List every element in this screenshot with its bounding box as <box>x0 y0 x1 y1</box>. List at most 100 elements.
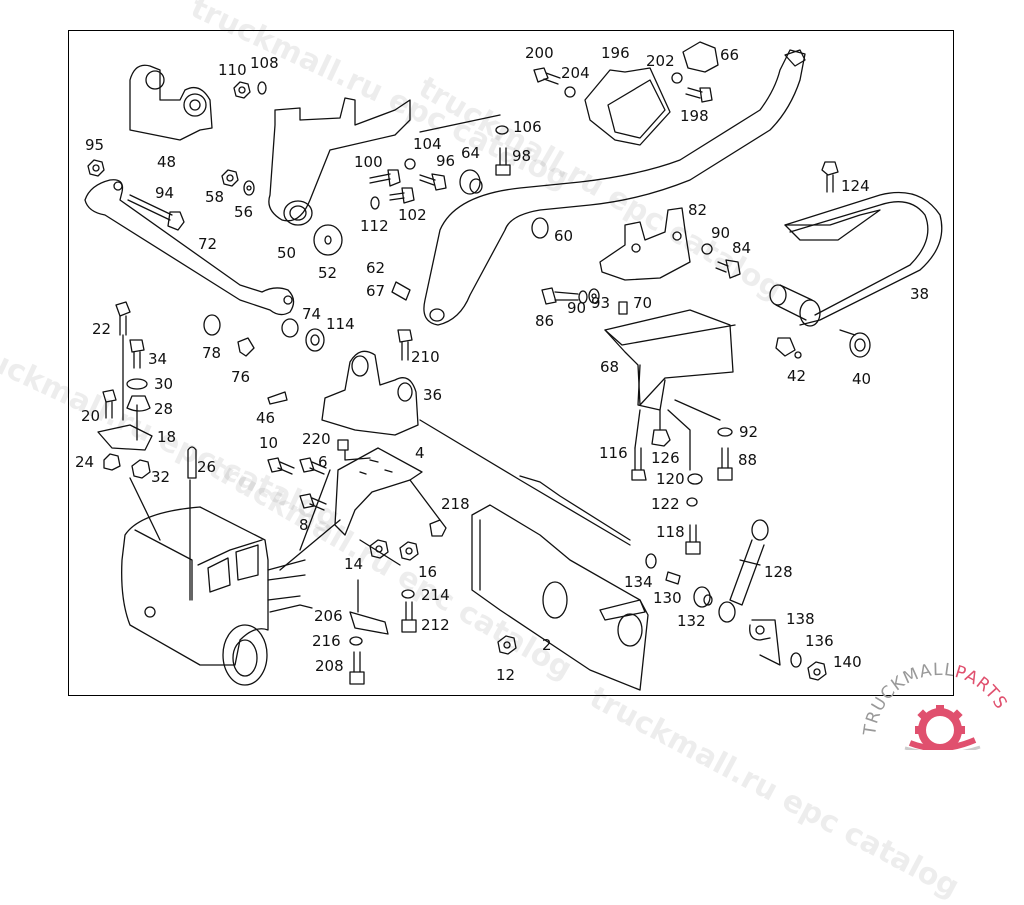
bolt-10[interactable] <box>267 457 295 475</box>
bolt-210[interactable] <box>397 329 413 361</box>
callout-67[interactable]: 67 <box>366 282 386 300</box>
callout-36[interactable]: 36 <box>423 386 443 404</box>
callout-120[interactable]: 120 <box>656 470 685 488</box>
nut-95[interactable] <box>87 159 105 177</box>
nut-32[interactable] <box>131 459 151 479</box>
bracket-82[interactable] <box>599 207 691 281</box>
callout-218[interactable]: 218 <box>441 495 470 513</box>
callout-95[interactable]: 95 <box>85 136 105 154</box>
washer-120[interactable] <box>687 473 703 485</box>
callout-138[interactable]: 138 <box>786 610 815 628</box>
bolt-124[interactable] <box>821 161 839 193</box>
bolt-84[interactable] <box>715 259 741 279</box>
callout-110[interactable]: 110 <box>218 61 247 79</box>
callout-196[interactable]: 196 <box>601 44 630 62</box>
block-66[interactable] <box>682 41 719 73</box>
nut-12[interactable] <box>497 635 517 655</box>
part-48-bracket[interactable] <box>129 64 213 141</box>
washer-92[interactable] <box>717 427 733 437</box>
nut-126[interactable] <box>651 429 671 447</box>
bolt-116[interactable] <box>631 447 647 481</box>
washer-204[interactable] <box>564 86 576 98</box>
callout-206[interactable]: 206 <box>314 607 343 625</box>
bushing-40[interactable] <box>839 329 871 358</box>
washer-90a[interactable] <box>701 243 713 255</box>
bushing-78[interactable] <box>203 314 221 336</box>
nut-16b[interactable] <box>399 541 419 561</box>
bracket-68[interactable] <box>604 309 736 411</box>
bolt-86[interactable] <box>541 287 579 305</box>
bolt-212[interactable] <box>401 601 417 633</box>
callout-52[interactable]: 52 <box>318 264 338 282</box>
bolt-100[interactable] <box>369 169 401 187</box>
nut-58[interactable] <box>221 169 239 187</box>
callout-6[interactable]: 6 <box>318 453 328 471</box>
stabilizer-bar-60[interactable] <box>423 49 806 326</box>
washer-122[interactable] <box>686 497 698 507</box>
callout-20[interactable]: 20 <box>81 407 101 425</box>
callout-12[interactable]: 12 <box>496 666 516 684</box>
callout-220[interactable]: 220 <box>302 430 331 448</box>
callout-24[interactable]: 24 <box>75 453 95 471</box>
bolt-118[interactable] <box>685 524 701 555</box>
bushing-64[interactable] <box>459 169 483 195</box>
washer-134[interactable] <box>645 553 657 569</box>
callout-90[interactable]: 90 <box>711 224 731 242</box>
bushing-132[interactable] <box>693 586 713 608</box>
callout-128[interactable]: 128 <box>764 563 793 581</box>
callout-50[interactable]: 50 <box>277 244 297 262</box>
bolt-102[interactable] <box>389 187 415 204</box>
callout-8[interactable]: 8 <box>299 516 309 534</box>
washer-202[interactable] <box>671 72 683 84</box>
fitting-76[interactable] <box>237 337 255 357</box>
nipple-42[interactable] <box>775 337 802 359</box>
bolt-98[interactable] <box>495 147 511 176</box>
callout-212[interactable]: 212 <box>421 616 450 634</box>
callout-96[interactable]: 96 <box>436 152 456 170</box>
callout-134[interactable]: 134 <box>624 573 653 591</box>
callout-82[interactable]: 82 <box>688 201 708 219</box>
callout-208[interactable]: 208 <box>315 657 344 675</box>
callout-112[interactable]: 112 <box>360 217 389 235</box>
rubber-mount-28[interactable] <box>126 395 151 412</box>
bolt-198[interactable] <box>685 87 713 103</box>
callout-108[interactable]: 108 <box>250 54 279 72</box>
callout-92[interactable]: 92 <box>739 423 759 441</box>
washer-136[interactable] <box>790 652 802 668</box>
bolt-96[interactable] <box>419 173 447 191</box>
callout-78[interactable]: 78 <box>202 344 222 362</box>
callout-114[interactable]: 114 <box>326 315 355 333</box>
pin-130[interactable] <box>665 571 681 585</box>
nut-24[interactable] <box>103 453 121 471</box>
callout-64[interactable]: 64 <box>461 144 481 162</box>
bolt-88[interactable] <box>717 447 733 481</box>
mount-196[interactable] <box>584 67 671 146</box>
callout-90b[interactable]: 90 <box>567 299 587 317</box>
callout-40[interactable]: 40 <box>852 370 872 388</box>
callout-14[interactable]: 14 <box>344 555 364 573</box>
callout-210[interactable]: 210 <box>411 348 440 366</box>
callout-70[interactable]: 70 <box>633 294 653 312</box>
callout-22[interactable]: 22 <box>92 320 112 338</box>
callout-202[interactable]: 202 <box>646 52 675 70</box>
callout-56[interactable]: 56 <box>234 203 254 221</box>
callout-132[interactable]: 132 <box>677 612 706 630</box>
callout-200[interactable]: 200 <box>525 44 554 62</box>
bracket-138[interactable] <box>749 619 781 666</box>
bolt-8[interactable] <box>299 493 327 511</box>
leaf-spring-38[interactable] <box>769 191 943 327</box>
callout-46[interactable]: 46 <box>256 409 276 427</box>
tie-rod-72[interactable] <box>84 179 295 316</box>
callout-136[interactable]: 136 <box>805 632 834 650</box>
callout-66[interactable]: 66 <box>720 46 740 64</box>
callout-26[interactable]: 26 <box>197 458 217 476</box>
callout-106[interactable]: 106 <box>513 118 542 136</box>
callout-86[interactable]: 86 <box>535 312 555 330</box>
callout-38[interactable]: 38 <box>910 285 930 303</box>
callout-214[interactable]: 214 <box>421 586 450 604</box>
callout-32[interactable]: 32 <box>151 468 171 486</box>
bushing-74[interactable] <box>281 318 299 338</box>
plate-206[interactable] <box>349 611 389 635</box>
washer-52[interactable] <box>313 224 343 256</box>
shock-absorber-128[interactable] <box>718 519 769 623</box>
